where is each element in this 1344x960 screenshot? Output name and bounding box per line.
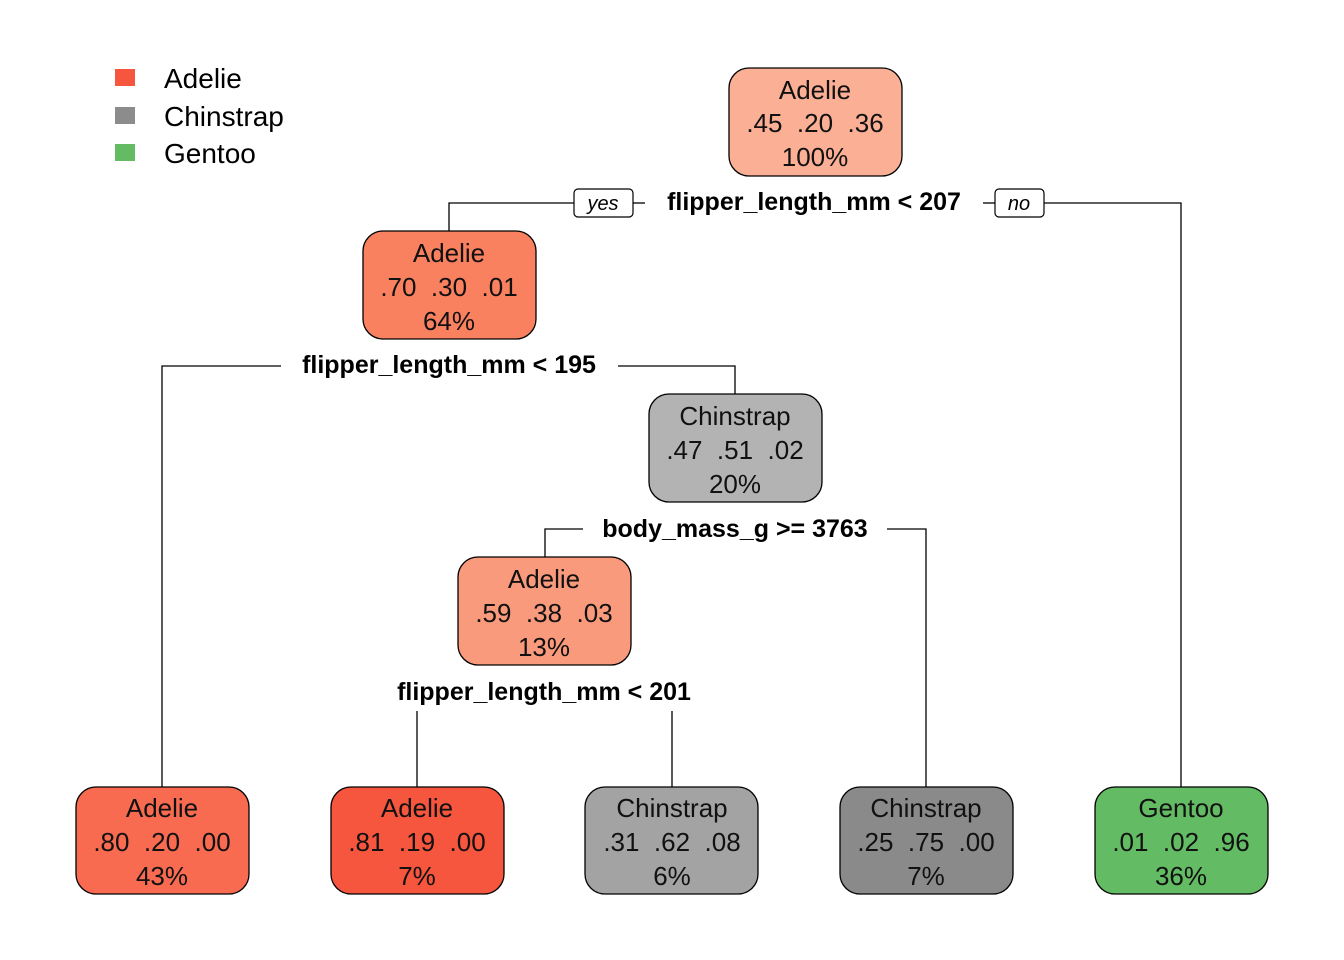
tree-edges — [161, 202, 1182, 787]
yes-tag-label: yes — [585, 193, 618, 215]
split-label-node3: body_mass_g >= 3763 — [602, 515, 867, 543]
node-probs-4: .59 .38 .03 — [475, 598, 612, 628]
node-box-3 — [648, 393, 823, 503]
legend-item-chinstrap: Chinstrap — [115, 101, 284, 132]
edge-split3-right — [887, 528, 927, 787]
leaf-class-2: Adelie — [381, 793, 453, 823]
node-probs-3: .47 .51 .02 — [666, 435, 803, 465]
legend: Adelie Chinstrap Gentoo — [115, 63, 284, 169]
yes-tag-box — [573, 188, 634, 218]
legend-item-adelie: Adelie — [115, 63, 242, 94]
leaf-probs-1: .80 .20 .00 — [93, 827, 230, 857]
tree-node-root: Adelie .45 .20 .36 100% — [728, 67, 903, 177]
edge-split2-left — [161, 365, 281, 787]
leaf-class-3: Chinstrap — [616, 793, 727, 823]
leaf-pct-3: 6% — [653, 861, 691, 891]
leaf-pct-5: 36% — [1155, 861, 1207, 891]
leaf-pct-4: 7% — [907, 861, 945, 891]
legend-label-chinstrap: Chinstrap — [164, 101, 284, 132]
tree-node-3: Chinstrap .47 .51 .02 20% — [648, 393, 823, 503]
no-tag-box — [994, 188, 1045, 218]
leaf-box-5 — [1094, 786, 1269, 895]
legend-swatch-chinstrap — [115, 107, 135, 124]
edge-split2-right — [618, 365, 736, 394]
node-class-3: Chinstrap — [679, 401, 790, 431]
legend-swatch-adelie — [115, 69, 135, 86]
legend-label-adelie: Adelie — [164, 63, 242, 94]
node-box-2 — [362, 230, 537, 340]
no-tag: no — [994, 188, 1045, 218]
edge-root-right — [1044, 202, 1182, 787]
split-label-node4: flipper_length_mm < 201 — [397, 678, 691, 706]
leaf-probs-4: .25 .75 .00 — [857, 827, 994, 857]
node-probs-2: .70 .30 .01 — [380, 272, 517, 302]
node-class-root: Adelie — [779, 75, 851, 105]
edge-root-left — [448, 202, 574, 231]
node-pct-2: 64% — [423, 306, 475, 336]
leaf-box-1 — [75, 786, 250, 895]
leaf-probs-5: .01 .02 .96 — [1112, 827, 1249, 857]
tree-node-2: Adelie .70 .30 .01 64% — [362, 230, 537, 340]
tree-leaf-5: Gentoo .01 .02 .96 36% — [1094, 786, 1269, 895]
leaf-box-4 — [839, 786, 1014, 895]
leaf-box-3 — [584, 786, 759, 895]
node-pct-root: 100% — [782, 142, 849, 172]
tree-leaf-1: Adelie .80 .20 .00 43% — [75, 786, 250, 895]
leaf-box-2 — [330, 786, 505, 895]
node-box-root — [728, 67, 903, 177]
tree-leaf-4: Chinstrap .25 .75 .00 7% — [839, 786, 1014, 895]
leaf-pct-1: 43% — [136, 861, 188, 891]
tree-node-4: Adelie .59 .38 .03 13% — [457, 556, 632, 666]
leaf-class-4: Chinstrap — [870, 793, 981, 823]
node-box-4 — [457, 556, 632, 666]
yes-tag: yes — [573, 188, 634, 218]
legend-item-gentoo: Gentoo — [115, 138, 256, 169]
node-pct-4: 13% — [518, 632, 570, 662]
tree-leaf-3: Chinstrap .31 .62 .08 6% — [584, 786, 759, 895]
leaf-probs-2: .81 .19 .00 — [348, 827, 485, 857]
split-label-root: flipper_length_mm < 207 — [667, 188, 961, 216]
no-tag-label: no — [1008, 193, 1030, 215]
split-label-node2: flipper_length_mm < 195 — [302, 351, 596, 379]
leaf-class-5: Gentoo — [1138, 793, 1223, 823]
leaf-pct-2: 7% — [398, 861, 436, 891]
edge-split3-left — [544, 528, 583, 557]
leaf-probs-3: .31 .62 .08 — [603, 827, 740, 857]
leaf-class-1: Adelie — [126, 793, 198, 823]
node-pct-3: 20% — [709, 469, 761, 499]
node-class-2: Adelie — [413, 238, 485, 268]
node-class-4: Adelie — [508, 564, 580, 594]
legend-swatch-gentoo — [115, 144, 135, 161]
legend-label-gentoo: Gentoo — [164, 138, 256, 169]
node-probs-root: .45 .20 .36 — [746, 108, 883, 138]
tree-leaf-2: Adelie .81 .19 .00 7% — [330, 786, 505, 895]
